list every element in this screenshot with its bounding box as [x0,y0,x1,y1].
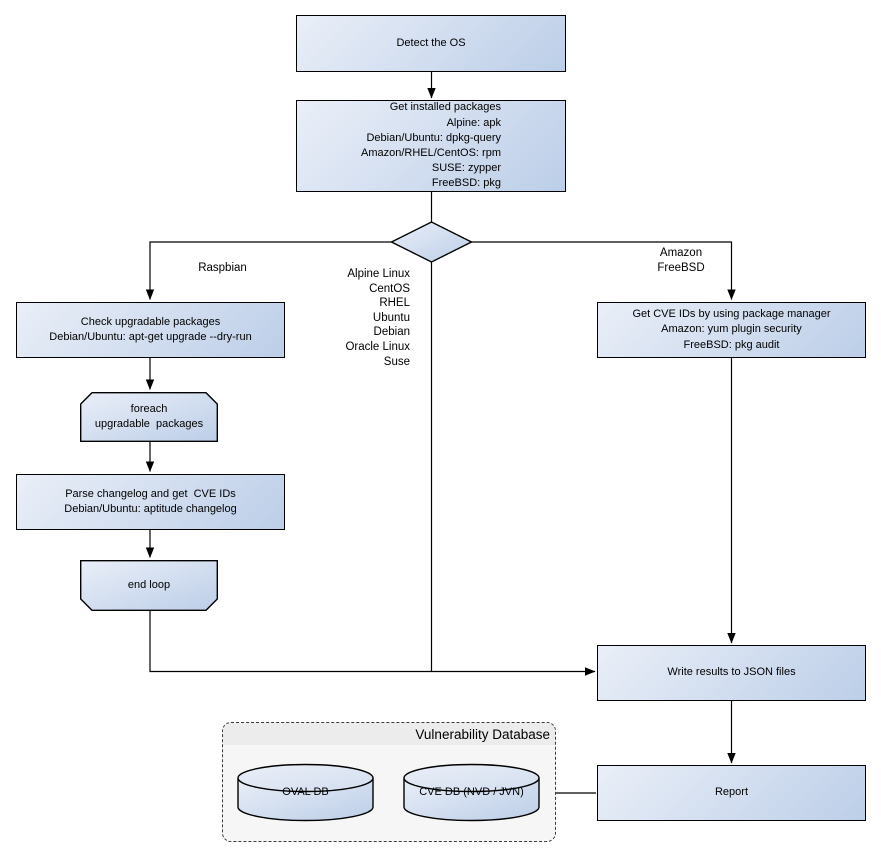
edge-decision-to-get-cve [471,241,736,300]
foreach-loop-shape [79,392,219,442]
node-write-results: Write results to JSON files [597,645,866,701]
cve-db-label: CVE DB (NVD / JVN) [419,786,524,798]
edge-label-os-list: Alpine Linux CentOS RHEL Ubuntu Debian O… [345,268,410,368]
node-detect-os: Detect the OS [296,15,566,72]
edge-decision-to-check-upgradable [145,241,392,300]
node-get-cve-by-package-manager: Get CVE IDs by using package manager Ama… [597,302,866,358]
node-parse-changelog-label: Parse changelog and get CVE IDs Debian/U… [64,487,237,515]
node-write-results-label: Write results to JSON files [667,666,796,679]
node-check-upgradable-packages: Check upgradable packages Debian/Ubuntu:… [16,302,285,358]
node-get-installed-packages: Get installed packages Alpine: apk Debia… [296,100,566,192]
foreach-loop-text: foreach upgradable packages [94,402,204,430]
node-detect-os-label: Detect the OS [396,36,466,49]
end-loop-shape [79,560,219,611]
cve-db-cylinder [403,763,540,822]
end-loop-text: end loop [127,578,171,591]
vulnerability-database-header: Vulnerability Database [223,723,555,745]
oval-db-label: OVAL DB [282,786,329,798]
vulnerability-database-title: Vulnerability Database [415,726,550,742]
node-report: Report [597,765,866,821]
node-report-label: Report [714,786,749,799]
node-parse-changelog: Parse changelog and get CVE IDs Debian/U… [16,474,285,530]
edge-label-raspbian: Raspbian [198,262,247,274]
os-decision-diamond [389,221,474,263]
edge-endloop-to-write-results [149,611,596,676]
node-check-upgradable-packages-label: Check upgradable packages Debian/Ubuntu:… [49,315,252,343]
oval-db-cylinder [237,763,374,822]
node-get-installed-packages-label: Get installed packages Alpine: apk Debia… [361,101,501,190]
edge-label-amazon-freebsd: Amazon FreeBSD [657,247,705,274]
node-get-cve-by-package-manager-label: Get CVE IDs by using package manager Ama… [632,308,831,351]
